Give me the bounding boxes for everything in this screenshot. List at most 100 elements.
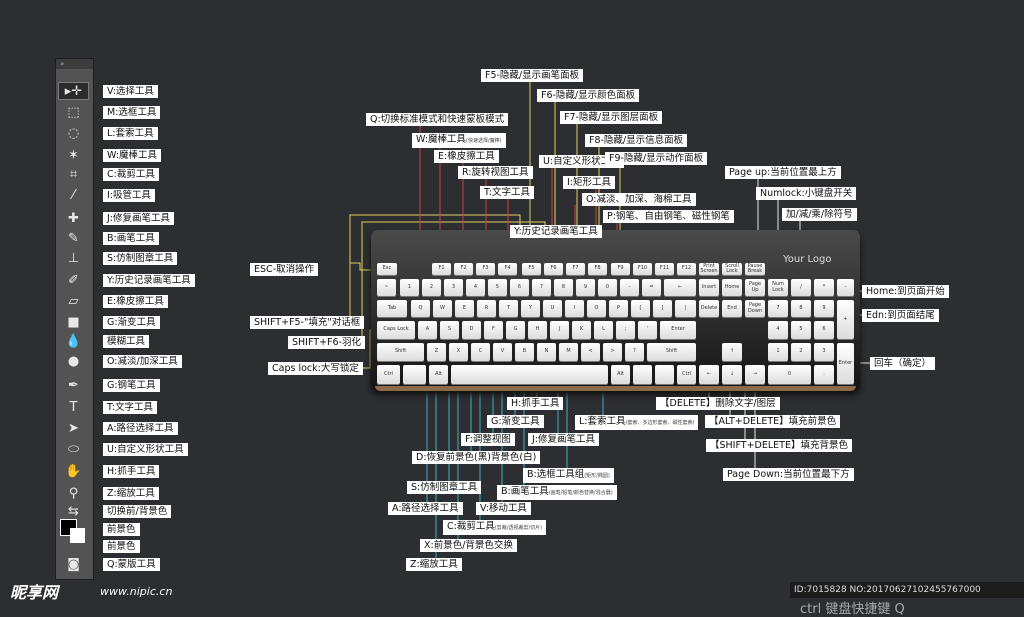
keyboard-key[interactable]: F [484,321,503,339]
toolbar-tool[interactable]: ⊥ [58,249,89,267]
toolbar-tool[interactable]: ⇆ [58,502,89,520]
keyboard-key[interactable]: | [675,300,696,317]
keyboard-key[interactable]: 1 [400,279,419,296]
keyboard-key[interactable]: Pause Break [745,263,765,275]
keyboard-key[interactable]: = [642,279,661,296]
toolbar-tool[interactable]: ✒ [58,376,89,394]
toolbar-tool[interactable]: ◌ [58,124,89,142]
keyboard-key[interactable]: F7 [566,263,585,275]
keyboard-key[interactable]: * [814,279,834,296]
keyboard-key[interactable]: F4 [498,263,517,275]
keyboard-key[interactable]: . [814,365,834,384]
toolbar-tool[interactable]: ⚲ [58,484,89,502]
keyboard-key[interactable]: I [565,300,584,317]
keyboard-key[interactable]: J [550,321,569,339]
keyboard-key[interactable] [403,365,426,384]
keyboard-key[interactable]: X [449,343,468,361]
keyboard-key[interactable]: 7 [532,279,551,296]
keyboard-key[interactable]: ↓ [722,365,742,384]
toolbar-tool[interactable]: ■ [58,313,89,331]
keyboard-key[interactable]: F10 [633,263,652,275]
keyboard-key[interactable]: Page Down [745,300,765,317]
toolbar-tool[interactable]: ➤ [58,419,89,437]
keyboard-key[interactable]: End [722,300,742,317]
keyboard-key[interactable]: 3 [814,343,834,361]
keyboard-key[interactable]: Print Screen [699,262,719,275]
keyboard-key[interactable]: 6 [814,321,834,339]
keyboard-key[interactable]: Q [411,300,430,317]
toolbar-tool[interactable]: T [58,398,89,416]
keyboard-key[interactable]: K [572,321,591,339]
keyboard-key[interactable]: ? [625,343,644,361]
toolbar-tool[interactable]: 💧 [58,332,89,350]
keyboard-key[interactable]: 8 [791,300,811,317]
keyboard-key[interactable] [633,365,652,384]
keyboard-key[interactable]: ] [653,300,672,317]
keyboard-key[interactable]: B [515,343,534,361]
keyboard-key[interactable]: 0 [768,365,811,384]
keyboard-key[interactable]: - [837,279,854,296]
toolbar-tool[interactable]: ▱ [58,292,89,310]
keyboard-key[interactable]: Y [521,300,540,317]
toolbar-tool[interactable]: ● [58,352,89,370]
toolbar-tool[interactable]: ⁄ [58,186,89,204]
keyboard-key[interactable]: 8 [554,279,573,296]
keyboard-key[interactable]: N [537,343,556,361]
keyboard-key[interactable]: ← [664,279,696,296]
toolbar-tool[interactable]: ⬭ [58,440,89,458]
toolbar-tool[interactable]: ✚ [58,209,89,227]
keyboard-key[interactable]: 4 [466,279,485,296]
toolbar-tool[interactable]: ✶ [58,146,89,164]
keyboard-key[interactable]: D [462,321,481,339]
keyboard-key[interactable]: F12 [677,263,696,275]
keyboard-key[interactable]: 0 [598,279,617,296]
keyboard-key[interactable]: Delete [699,300,719,317]
keyboard-key[interactable]: → [745,365,765,384]
keyboard-key[interactable]: ← [699,365,719,384]
keyboard-key[interactable]: Shift [377,343,424,361]
background-color-swatch[interactable] [70,528,85,543]
keyboard-key[interactable]: > [603,343,622,361]
keyboard-key[interactable]: 4 [768,321,788,339]
keyboard-key[interactable]: 7 [768,300,788,317]
keyboard-key[interactable]: Enter [660,321,696,339]
keyboard-key[interactable]: 1 [768,343,788,361]
keyboard-key[interactable]: 5 [791,321,811,339]
keyboard-key[interactable]: 3 [444,279,463,296]
toolbar-tool[interactable]: ⬚ [58,103,89,121]
keyboard-key[interactable]: Z [427,343,446,361]
keyboard-key[interactable]: A [418,321,437,339]
toolbar-tool[interactable]: ▸✛ [58,82,89,100]
keyboard-key[interactable]: F2 [454,263,473,275]
toolbar-tool[interactable]: ✋ [58,462,89,480]
keyboard-key[interactable]: F6 [544,263,563,275]
keyboard-key[interactable] [655,365,674,384]
keyboard-key[interactable]: < [581,343,600,361]
keyboard-key[interactable]: 2 [791,343,811,361]
keyboard-key[interactable]: Caps Lock [377,321,415,339]
keyboard-key[interactable]: Shift [647,343,696,361]
keyboard-key[interactable]: F9 [611,263,630,275]
keyboard-key[interactable]: Tab [377,300,407,317]
keyboard-key[interactable]: F1 [432,263,451,275]
keyboard-key[interactable]: Enter [837,343,854,384]
keyboard-key[interactable]: S [440,321,459,339]
toolbar-tool[interactable]: ⌗ [58,165,89,183]
keyboard-key[interactable]: ; [616,321,635,339]
keyboard-key[interactable]: Insert [699,279,719,296]
keyboard-key[interactable]: ↑ [722,343,742,361]
keyboard-key[interactable]: / [791,279,811,296]
keyboard-key[interactable]: 9 [576,279,595,296]
toolbar-tool[interactable]: ✎ [58,229,89,247]
toolbar-handle[interactable]: » [56,59,93,69]
keyboard-key[interactable]: O [587,300,606,317]
keyboard-key[interactable]: ~ [377,279,396,296]
keyboard-key[interactable]: ' [638,321,657,339]
toolbar-tool[interactable]: ◙ [58,555,89,573]
keyboard-key[interactable]: E [455,300,474,317]
keyboard-key[interactable]: 2 [422,279,441,296]
keyboard-key[interactable]: Ctrl [377,365,400,384]
keyboard-key[interactable]: Scroll Lock [722,263,742,275]
keyboard-key[interactable]: P [609,300,628,317]
keyboard-key[interactable]: W [433,300,452,317]
